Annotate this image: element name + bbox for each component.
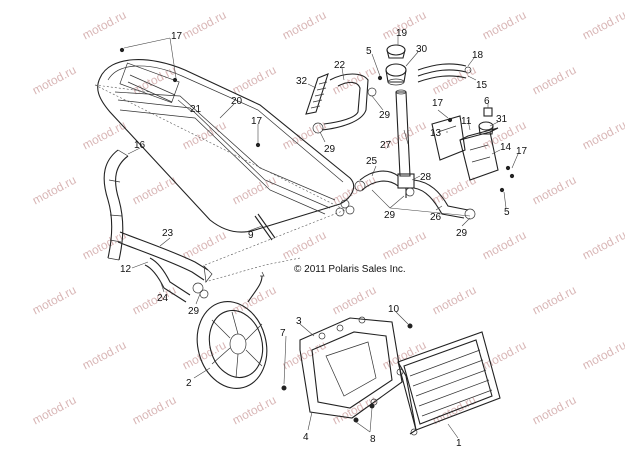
callout-5: 5 [366, 46, 372, 57]
overflow-lines-18 [417, 63, 472, 83]
callout-29: 29 [324, 144, 336, 155]
callout-29: 29 [456, 228, 468, 239]
fan-shroud-2 [196, 271, 268, 389]
cap-6 [483, 107, 493, 117]
callout-10: 10 [388, 304, 400, 315]
callout-8: 8 [370, 434, 376, 445]
callout-12: 12 [120, 264, 132, 275]
radiator-frame-4 [299, 316, 403, 419]
callout-22: 22 [334, 60, 346, 71]
callout-4: 4 [303, 432, 309, 443]
filler-neck-30 [385, 63, 407, 86]
pipe-27 [395, 89, 411, 177]
callout-26: 26 [430, 212, 442, 223]
callout-29: 29 [188, 306, 200, 317]
fasteners [119, 47, 515, 423]
hose-32 [305, 73, 329, 115]
callout-11: 11 [461, 116, 472, 127]
callout-23: 23 [162, 228, 174, 239]
callout-19: 19 [396, 28, 408, 39]
rod-9 [254, 213, 276, 241]
callout-29: 29 [384, 210, 396, 221]
callout-7: 7 [280, 328, 286, 339]
callout-29: 29 [379, 110, 391, 121]
copyright-notice: © 2011 Polaris Sales Inc. [294, 264, 406, 275]
callout-6: 6 [484, 96, 490, 107]
callout-2: 2 [186, 378, 192, 389]
hose-26 [413, 179, 476, 220]
callout-21: 21 [190, 104, 202, 115]
callout-25: 25 [366, 156, 378, 167]
hose-16 [103, 149, 129, 261]
guide-line-lower [204, 257, 301, 283]
callout-14: 14 [500, 142, 512, 153]
callout-31: 31 [496, 114, 508, 125]
callout-32: 32 [296, 76, 308, 87]
callout-17: 17 [516, 146, 528, 157]
callout-18: 18 [472, 50, 484, 61]
hose-23 [117, 231, 213, 283]
reservoir-cap-31 [478, 121, 494, 135]
callout-5: 5 [504, 207, 510, 218]
callout-labels: 17 16 17 20 21 5 19 30 22 32 29 29 27 25… [120, 28, 528, 449]
callout-28: 28 [420, 172, 432, 183]
callout-1: 1 [456, 438, 462, 449]
callout-24: 24 [157, 293, 169, 304]
callout-9: 9 [248, 230, 254, 241]
callout-16: 16 [134, 140, 146, 151]
callout-17: 17 [251, 116, 263, 127]
coolant-reservoir-11 [459, 127, 499, 181]
leader-lines [123, 36, 519, 439]
callout-3: 3 [296, 316, 302, 327]
callout-27: 27 [380, 140, 392, 151]
filler-cap-19 [386, 44, 406, 59]
callout-20: 20 [231, 96, 243, 107]
radiator-core-1 [396, 331, 501, 436]
hose-25 [354, 170, 399, 192]
upper-tube-assembly [94, 59, 355, 266]
callout-17: 17 [171, 31, 183, 42]
callout-13: 13 [430, 128, 442, 139]
callout-15: 15 [476, 80, 488, 91]
callout-17: 17 [432, 98, 444, 109]
tee-fitting-28 [397, 173, 415, 198]
callout-30: 30 [416, 44, 428, 55]
